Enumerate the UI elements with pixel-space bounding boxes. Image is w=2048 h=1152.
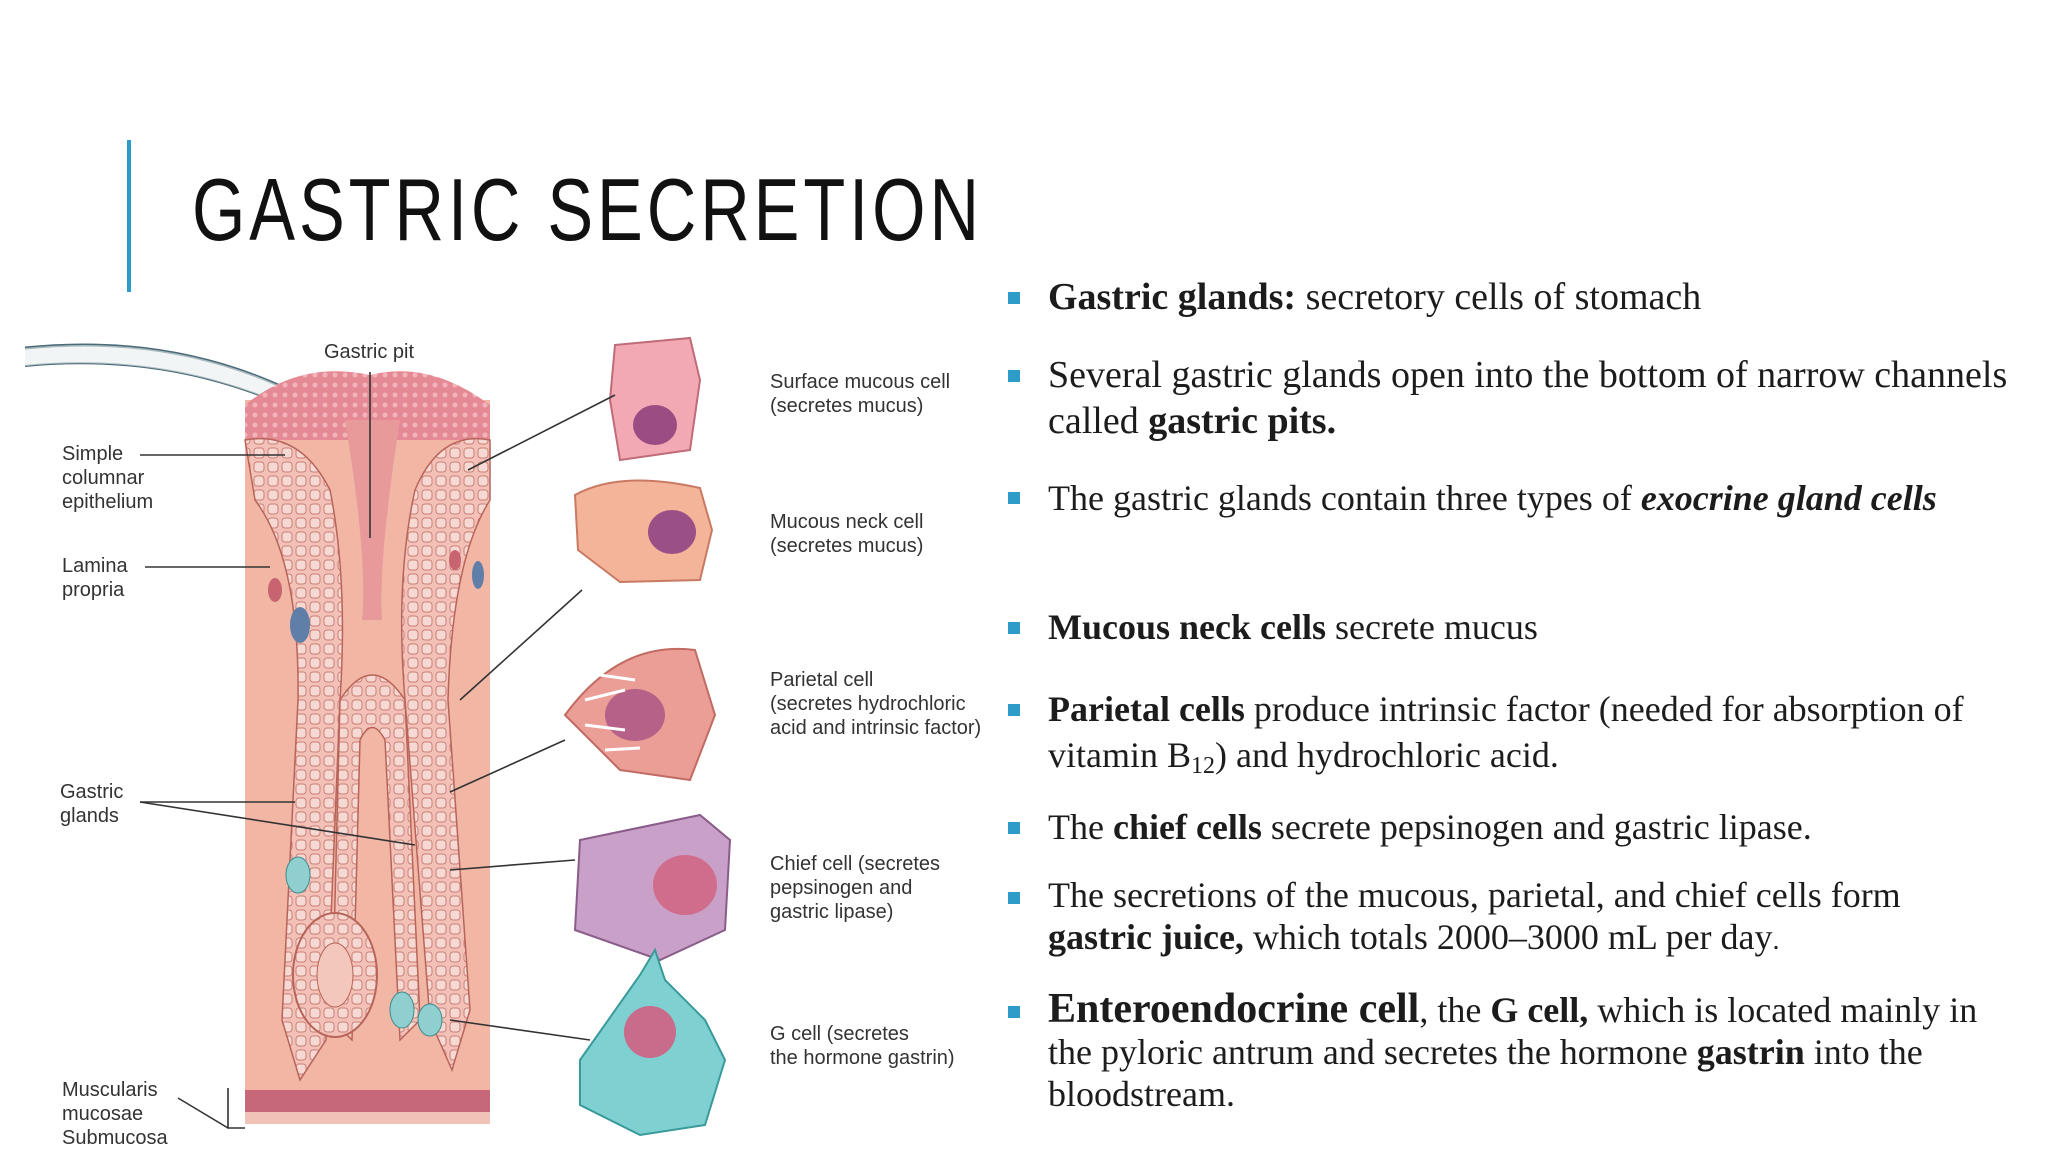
- bullet-square-icon: [1008, 704, 1020, 716]
- label-submucosa: Submucosa: [62, 1127, 168, 1149]
- slide-title: GASTRIC SECRETION: [192, 160, 983, 259]
- bullet-square-icon: [1008, 292, 1020, 304]
- label-lamina-propria: Lamina propria: [62, 555, 128, 601]
- label-parietal-cell: Parietal cell (secretes hydrochloric aci…: [770, 669, 982, 739]
- bullet-square-icon: [1008, 1006, 1020, 1018]
- bullet-square-icon: [1008, 622, 1020, 634]
- gastric-gland-illustration: Gastric pit Simple columnar epithelium L…: [0, 320, 1010, 1152]
- parietal-cell-image: [563, 647, 717, 782]
- gastric-gland-drawing: [24, 336, 732, 1137]
- bullet-square-icon: [1008, 370, 1020, 382]
- bullet-square-icon: [1008, 822, 1020, 834]
- label-surface-mucous-cell: Surface mucous cell (secretes mucus): [770, 371, 951, 417]
- label-gastric-glands: Gastric glands: [60, 781, 124, 827]
- title-accent-bar: [127, 140, 131, 292]
- bullet-square-icon: [1008, 492, 1020, 504]
- label-muscularis-mucosae: Muscularis mucosae: [62, 1079, 158, 1125]
- g-cell-image: [579, 947, 727, 1137]
- surface-mucous-cell-image: [608, 336, 702, 462]
- bullet-square-icon: [1008, 892, 1020, 904]
- label-simple-columnar-epithelium: Simple columnar epithelium: [62, 443, 154, 513]
- chief-cell-image: [573, 813, 732, 962]
- label-g-cell: G cell (secretes the hormone gastrin): [770, 1023, 955, 1069]
- label-chief-cell: Chief cell (secretes pepsinogen and gast…: [770, 853, 941, 923]
- label-mucous-neck-cell: Mucous neck cell (secretes mucus): [770, 511, 924, 557]
- label-gastric-pit: Gastric pit: [324, 341, 415, 363]
- mucous-neck-cell-image: [573, 479, 714, 584]
